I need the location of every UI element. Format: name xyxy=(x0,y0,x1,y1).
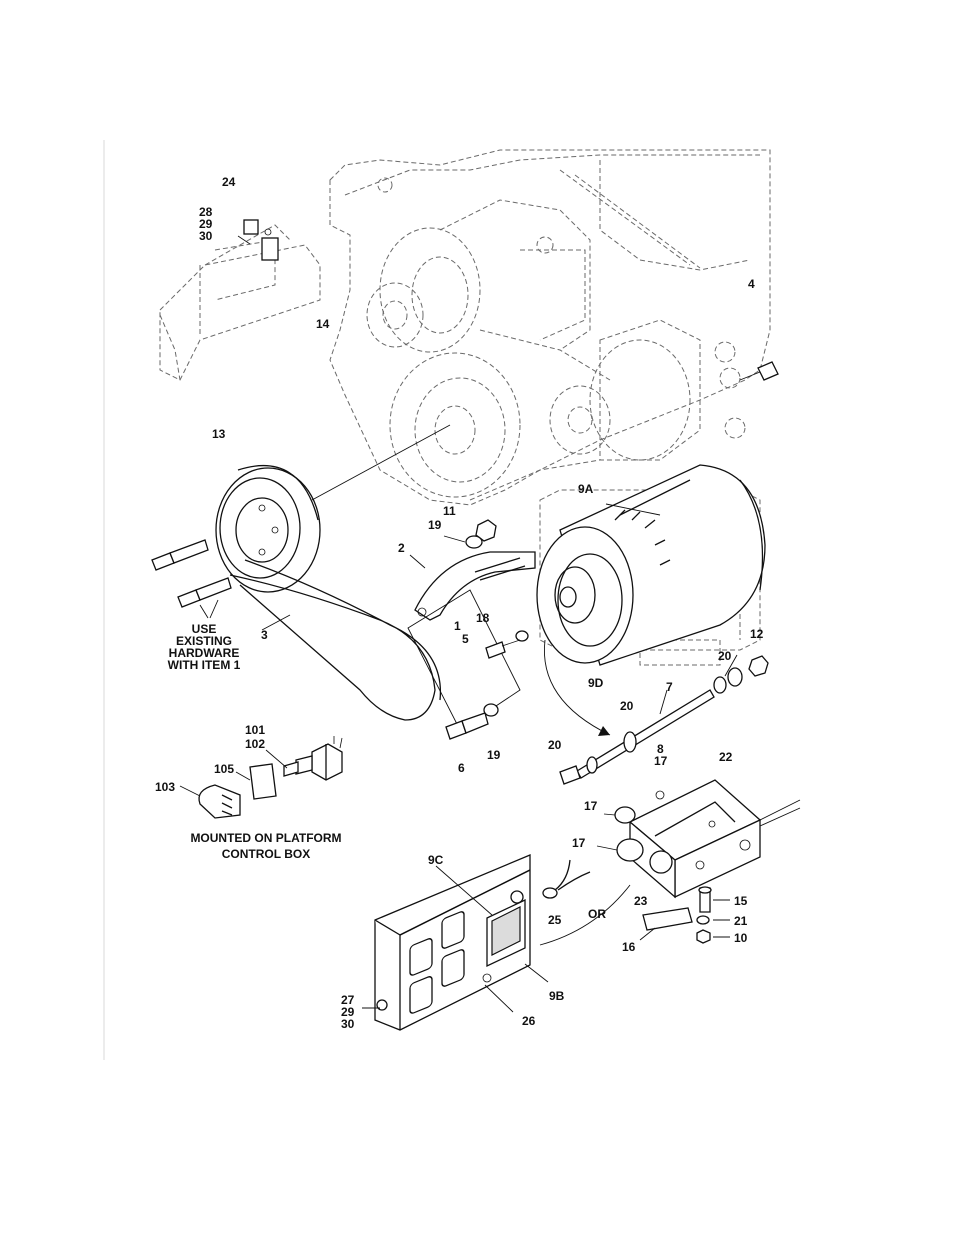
callout-14: 14 xyxy=(316,317,330,331)
callout-30: 30 xyxy=(199,229,213,243)
note-mounted-on-platform: MOUNTED ON PLATFORM CONTROL BOX xyxy=(190,831,341,861)
callout-25: 25 xyxy=(548,913,562,927)
callout-3: 3 xyxy=(261,628,268,642)
callout-17-a: 17 xyxy=(654,754,668,768)
callout-9D: 9D xyxy=(588,676,604,690)
cover-item-103 xyxy=(199,785,240,818)
toggle-switch-item-101 xyxy=(284,736,342,780)
callout-23: 23 xyxy=(634,894,648,908)
grommet-item-25 xyxy=(543,860,590,898)
callout-20-a: 20 xyxy=(718,649,732,663)
svg-text:WITH ITEM 1: WITH ITEM 1 xyxy=(168,658,241,672)
callout-18: 18 xyxy=(476,611,490,625)
callout-12: 12 xyxy=(750,627,764,641)
callout-1: 1 xyxy=(454,619,461,633)
power-outlet-box-item-9B xyxy=(375,855,530,1030)
callout-9A: 9A xyxy=(578,482,594,496)
callout-22: 22 xyxy=(719,750,733,764)
callout-26: 26 xyxy=(522,1014,536,1028)
switch-bracket-part xyxy=(238,220,278,260)
pulley-item-13 xyxy=(216,466,320,592)
hardware-15-21-10-16 xyxy=(640,887,730,943)
callout-17-b: 17 xyxy=(584,799,598,813)
callout-6: 6 xyxy=(458,761,465,775)
callout-16: 16 xyxy=(622,940,636,954)
callout-2: 2 xyxy=(398,541,405,555)
bolt-item-6 xyxy=(446,704,498,739)
callout-24: 24 xyxy=(222,175,236,189)
callout-105: 105 xyxy=(214,762,234,776)
or-label: OR xyxy=(588,907,606,921)
callout-101: 101 xyxy=(245,723,265,737)
rod-item-7 xyxy=(560,690,714,784)
alternator-item-9 xyxy=(537,465,765,665)
callout-19-b: 19 xyxy=(487,748,501,762)
callout-9B: 9B xyxy=(549,989,565,1003)
callout-20-c: 20 xyxy=(548,738,562,752)
callout-10: 10 xyxy=(734,931,748,945)
callout-17-c: 17 xyxy=(572,836,586,850)
callout-11: 11 xyxy=(443,504,456,518)
plate-item-105 xyxy=(250,764,276,799)
bolt-item-4 xyxy=(740,362,778,380)
note-use-existing-hardware: USE EXISTING HARDWARE WITH ITEM 1 xyxy=(168,622,241,672)
mounting-rail-outline xyxy=(160,225,320,380)
callout-15: 15 xyxy=(734,894,748,908)
svg-text:MOUNTED ON PLATFORM: MOUNTED ON PLATFORM xyxy=(190,831,341,845)
callout-21: 21 xyxy=(734,914,748,928)
junction-box-item-22 xyxy=(630,780,800,897)
svg-text:CONTROL BOX: CONTROL BOX xyxy=(222,847,310,861)
callout-20-b: 20 xyxy=(620,699,634,713)
callout-102: 102 xyxy=(245,737,265,751)
callout-9C: 9C xyxy=(428,853,444,867)
callout-7: 7 xyxy=(666,680,673,694)
callout-5: 5 xyxy=(462,632,469,646)
callout-13: 13 xyxy=(212,427,226,441)
callout-103: 103 xyxy=(155,780,175,794)
callout-4: 4 xyxy=(748,277,755,291)
bracket-item-2 xyxy=(415,552,535,620)
callout-30-b: 30 xyxy=(341,1017,355,1031)
hardware-11-19 xyxy=(444,520,496,548)
callout-19: 19 xyxy=(428,518,442,532)
